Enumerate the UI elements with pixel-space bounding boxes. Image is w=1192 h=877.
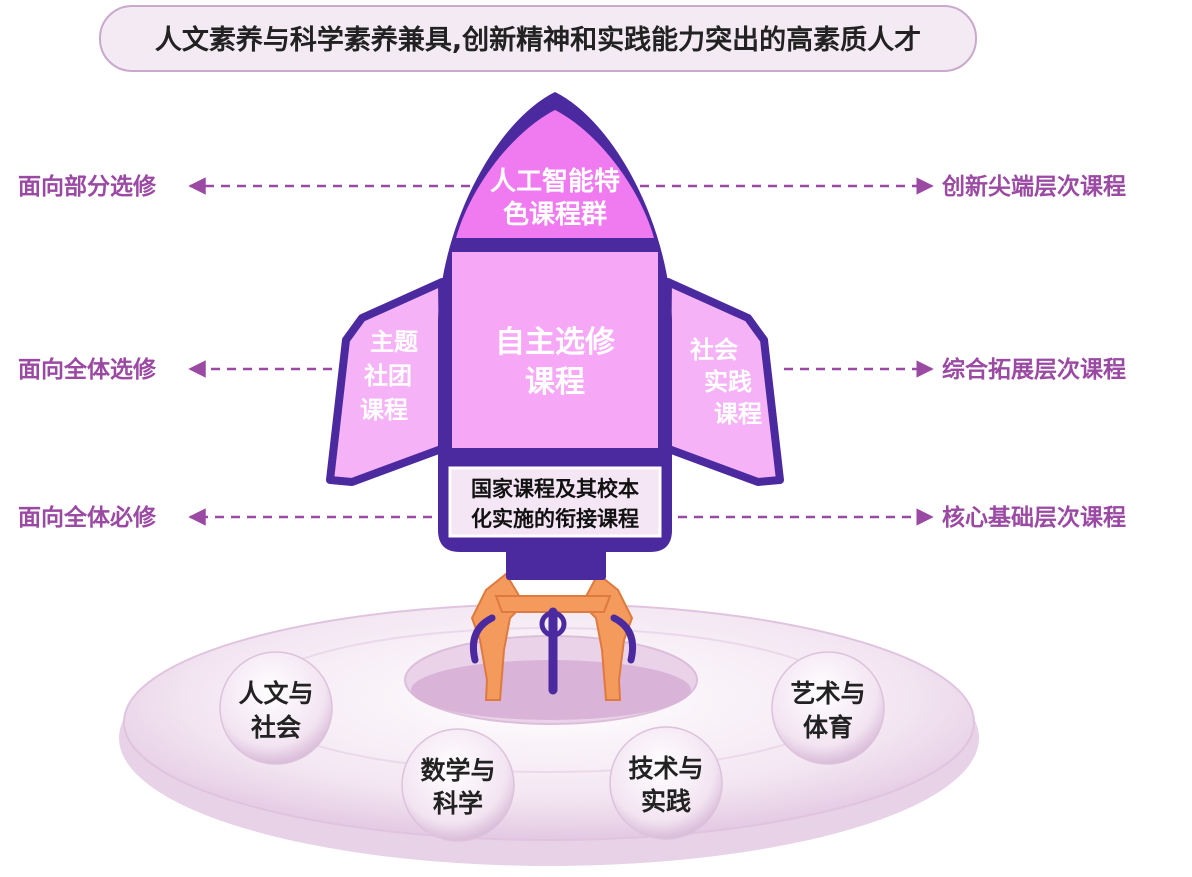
- pill-arts-sports-line2: 体育: [803, 713, 853, 742]
- pill-tech-practice: 技术与 实践: [609, 726, 723, 840]
- rocket-legs: [469, 548, 637, 701]
- pill-math-science-line1: 数学与: [420, 756, 495, 785]
- pill-tech-practice-line1: 技术与: [628, 754, 703, 783]
- base-section: [448, 466, 662, 538]
- body-text-line2: 课程: [525, 365, 585, 400]
- body-text-line1: 自主选修: [495, 325, 616, 360]
- center-joint: [539, 610, 567, 638]
- pill-arts-sports-circle: [771, 651, 885, 765]
- right-fin-text-line2: 实践: [704, 368, 752, 396]
- base-text-line1: 国家课程及其校本: [471, 477, 639, 501]
- pill-humanities-line1: 人文与: [238, 679, 313, 708]
- engine-block: [506, 548, 606, 580]
- orange-bracket: [494, 595, 612, 613]
- left-label-bottom: 面向全体必修: [18, 504, 157, 531]
- connector-arrows: [188, 177, 934, 526]
- pill-humanities: 人文与 社会: [219, 651, 333, 765]
- banner-pill: [99, 5, 977, 72]
- rocket-body: [438, 92, 672, 552]
- pill-math-science: 数学与 科学: [401, 728, 515, 842]
- pill-math-science-line2: 科学: [433, 789, 483, 818]
- left-label-top: 面向部分选修: [18, 173, 157, 200]
- top-banner: 人文素养与科学素养兼具,创新精神和实践能力突出的高素质人才: [99, 5, 977, 72]
- right-fin-text-line1: 社会: [690, 336, 738, 364]
- pill-tech-practice-circle: [609, 726, 723, 840]
- pill-math-science-circle: [401, 728, 515, 842]
- right-label-bottom: 核心基础层次课程: [942, 504, 1126, 531]
- left-label-middle: 面向全体选修: [18, 356, 157, 383]
- nose-section: [456, 110, 654, 238]
- launch-platform: [119, 603, 979, 866]
- right-label-top: 创新尖端层次课程: [941, 173, 1126, 200]
- pill-humanities-circle: [219, 651, 333, 765]
- pill-arts-sports-line1: 艺术与: [790, 679, 865, 708]
- body-section: [452, 252, 658, 448]
- banner-text: 人文素养与科学素养兼具,创新精神和实践能力突出的高素质人才: [155, 24, 921, 56]
- pill-tech-practice-line2: 实践: [641, 787, 691, 816]
- nose-text-line2: 色课程群: [503, 199, 607, 230]
- base-text-line2: 化实施的衔接课程: [471, 507, 639, 531]
- nose-text-line1: 人工智能特: [490, 166, 620, 197]
- left-fin-text-line3: 课程: [360, 396, 408, 424]
- left-fin-text-line2: 社团: [364, 362, 412, 390]
- right-fin-text-line3: 课程: [714, 400, 762, 428]
- claw-right: [610, 614, 637, 664]
- left-fin-text-line1: 主题: [370, 328, 418, 356]
- pill-humanities-line2: 社会: [251, 713, 301, 742]
- claw-left: [469, 614, 496, 664]
- right-label-middle: 综合拓展层次课程: [942, 356, 1126, 383]
- pill-arts-sports: 艺术与 体育: [771, 651, 885, 765]
